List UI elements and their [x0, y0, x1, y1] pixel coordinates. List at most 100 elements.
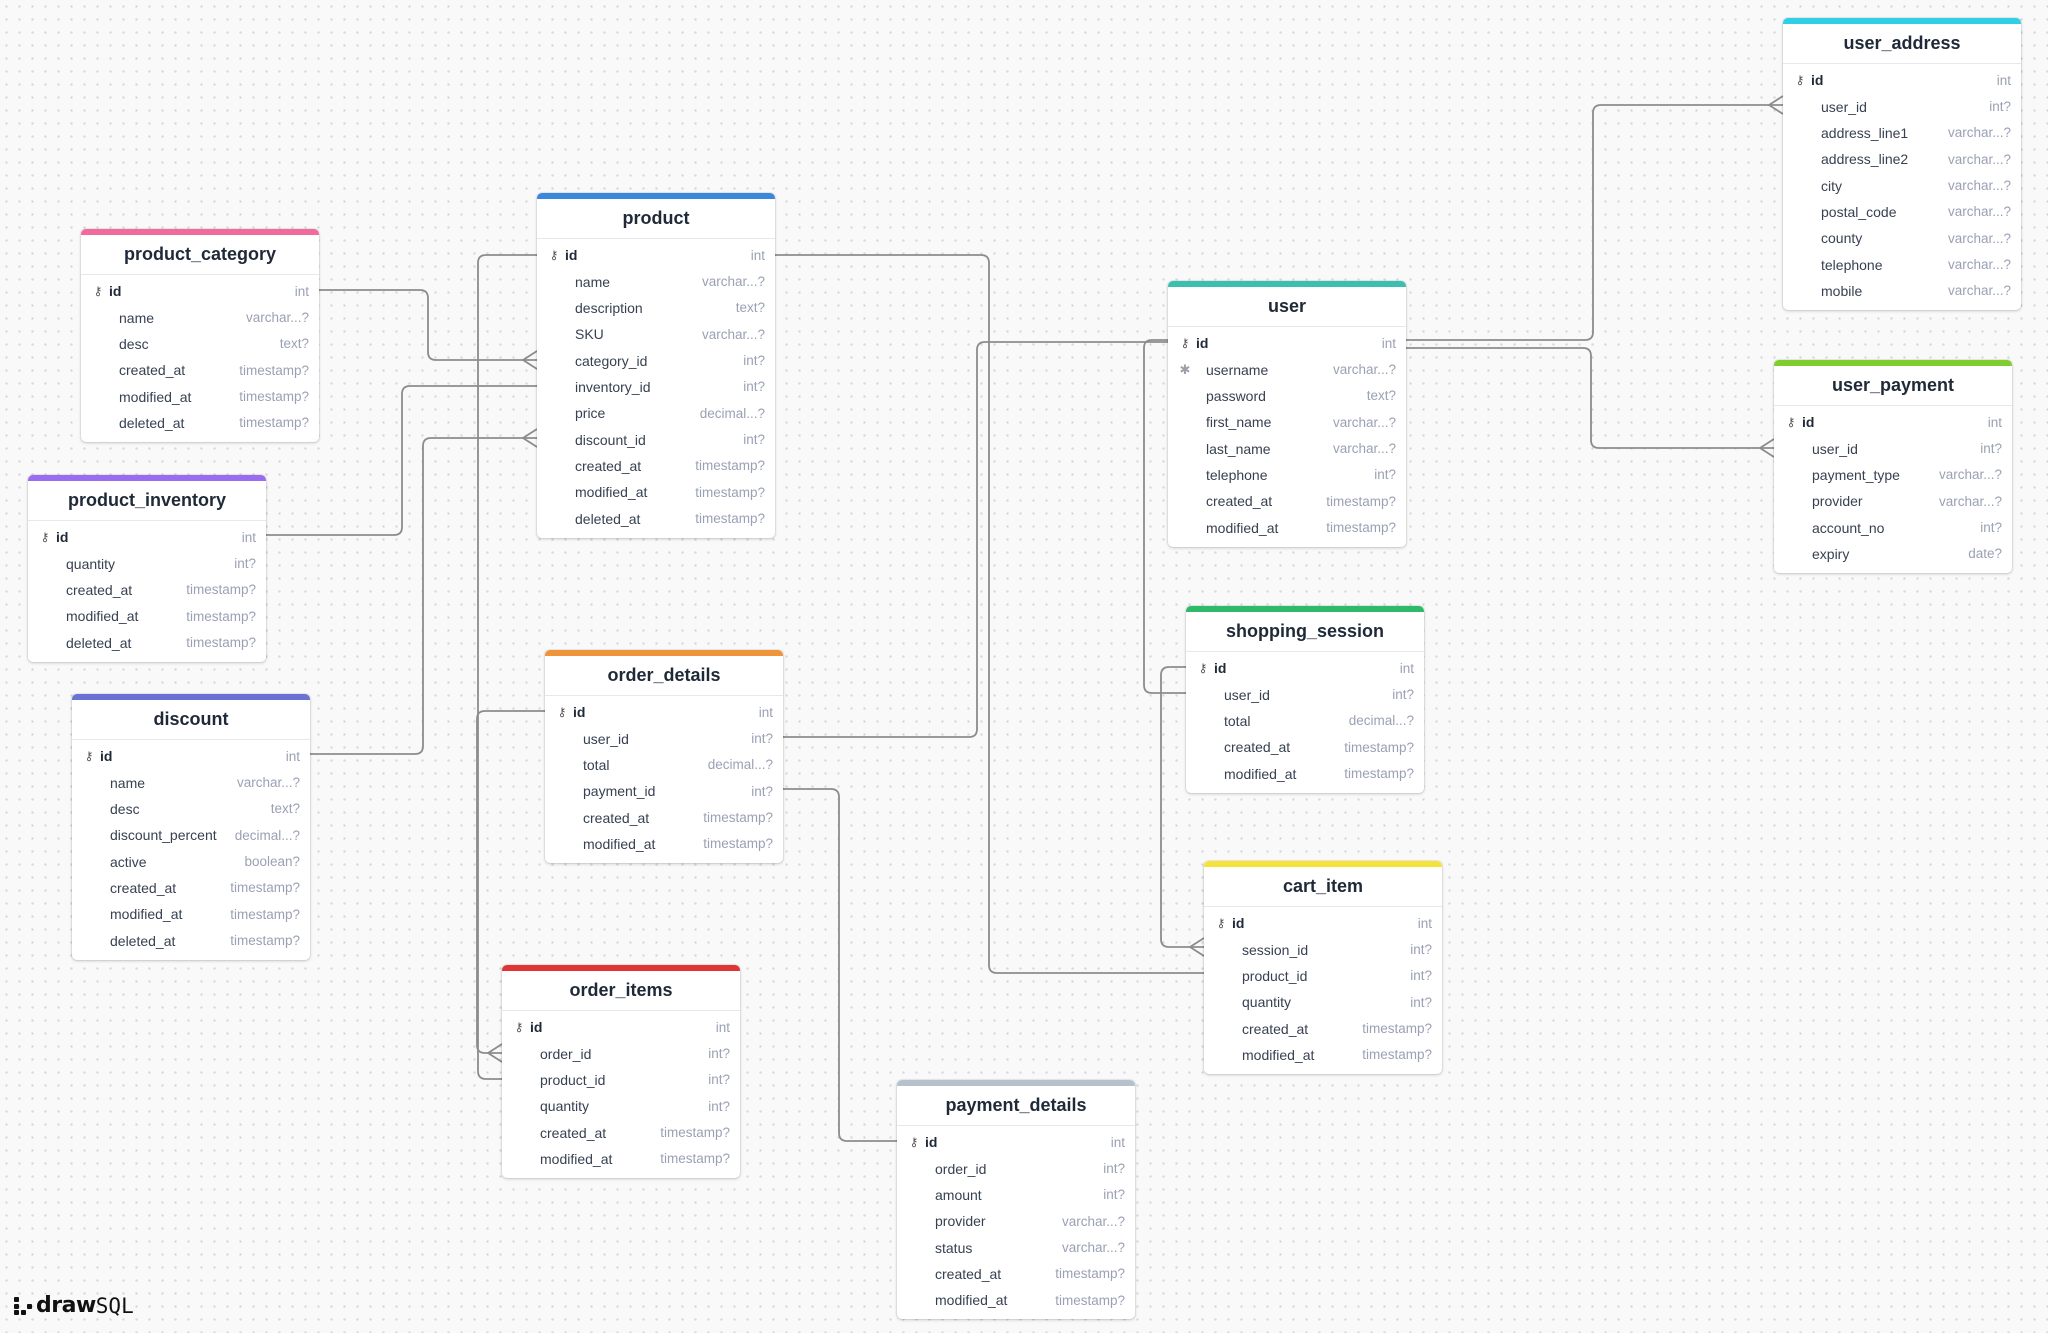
table-name[interactable]: payment_details [897, 1086, 1135, 1126]
table-name[interactable]: product_category [81, 235, 319, 275]
table-name[interactable]: user_address [1783, 24, 2021, 64]
table-name[interactable]: shopping_session [1186, 612, 1424, 652]
table-name[interactable]: discount [72, 700, 310, 740]
table-name[interactable]: user_payment [1774, 366, 2012, 406]
table-name[interactable]: cart_item [1204, 867, 1442, 907]
table-name[interactable]: product_inventory [28, 481, 266, 521]
table-name[interactable]: order_details [545, 656, 783, 696]
table-name[interactable]: user [1168, 287, 1406, 327]
table-name[interactable]: order_items [502, 971, 740, 1011]
